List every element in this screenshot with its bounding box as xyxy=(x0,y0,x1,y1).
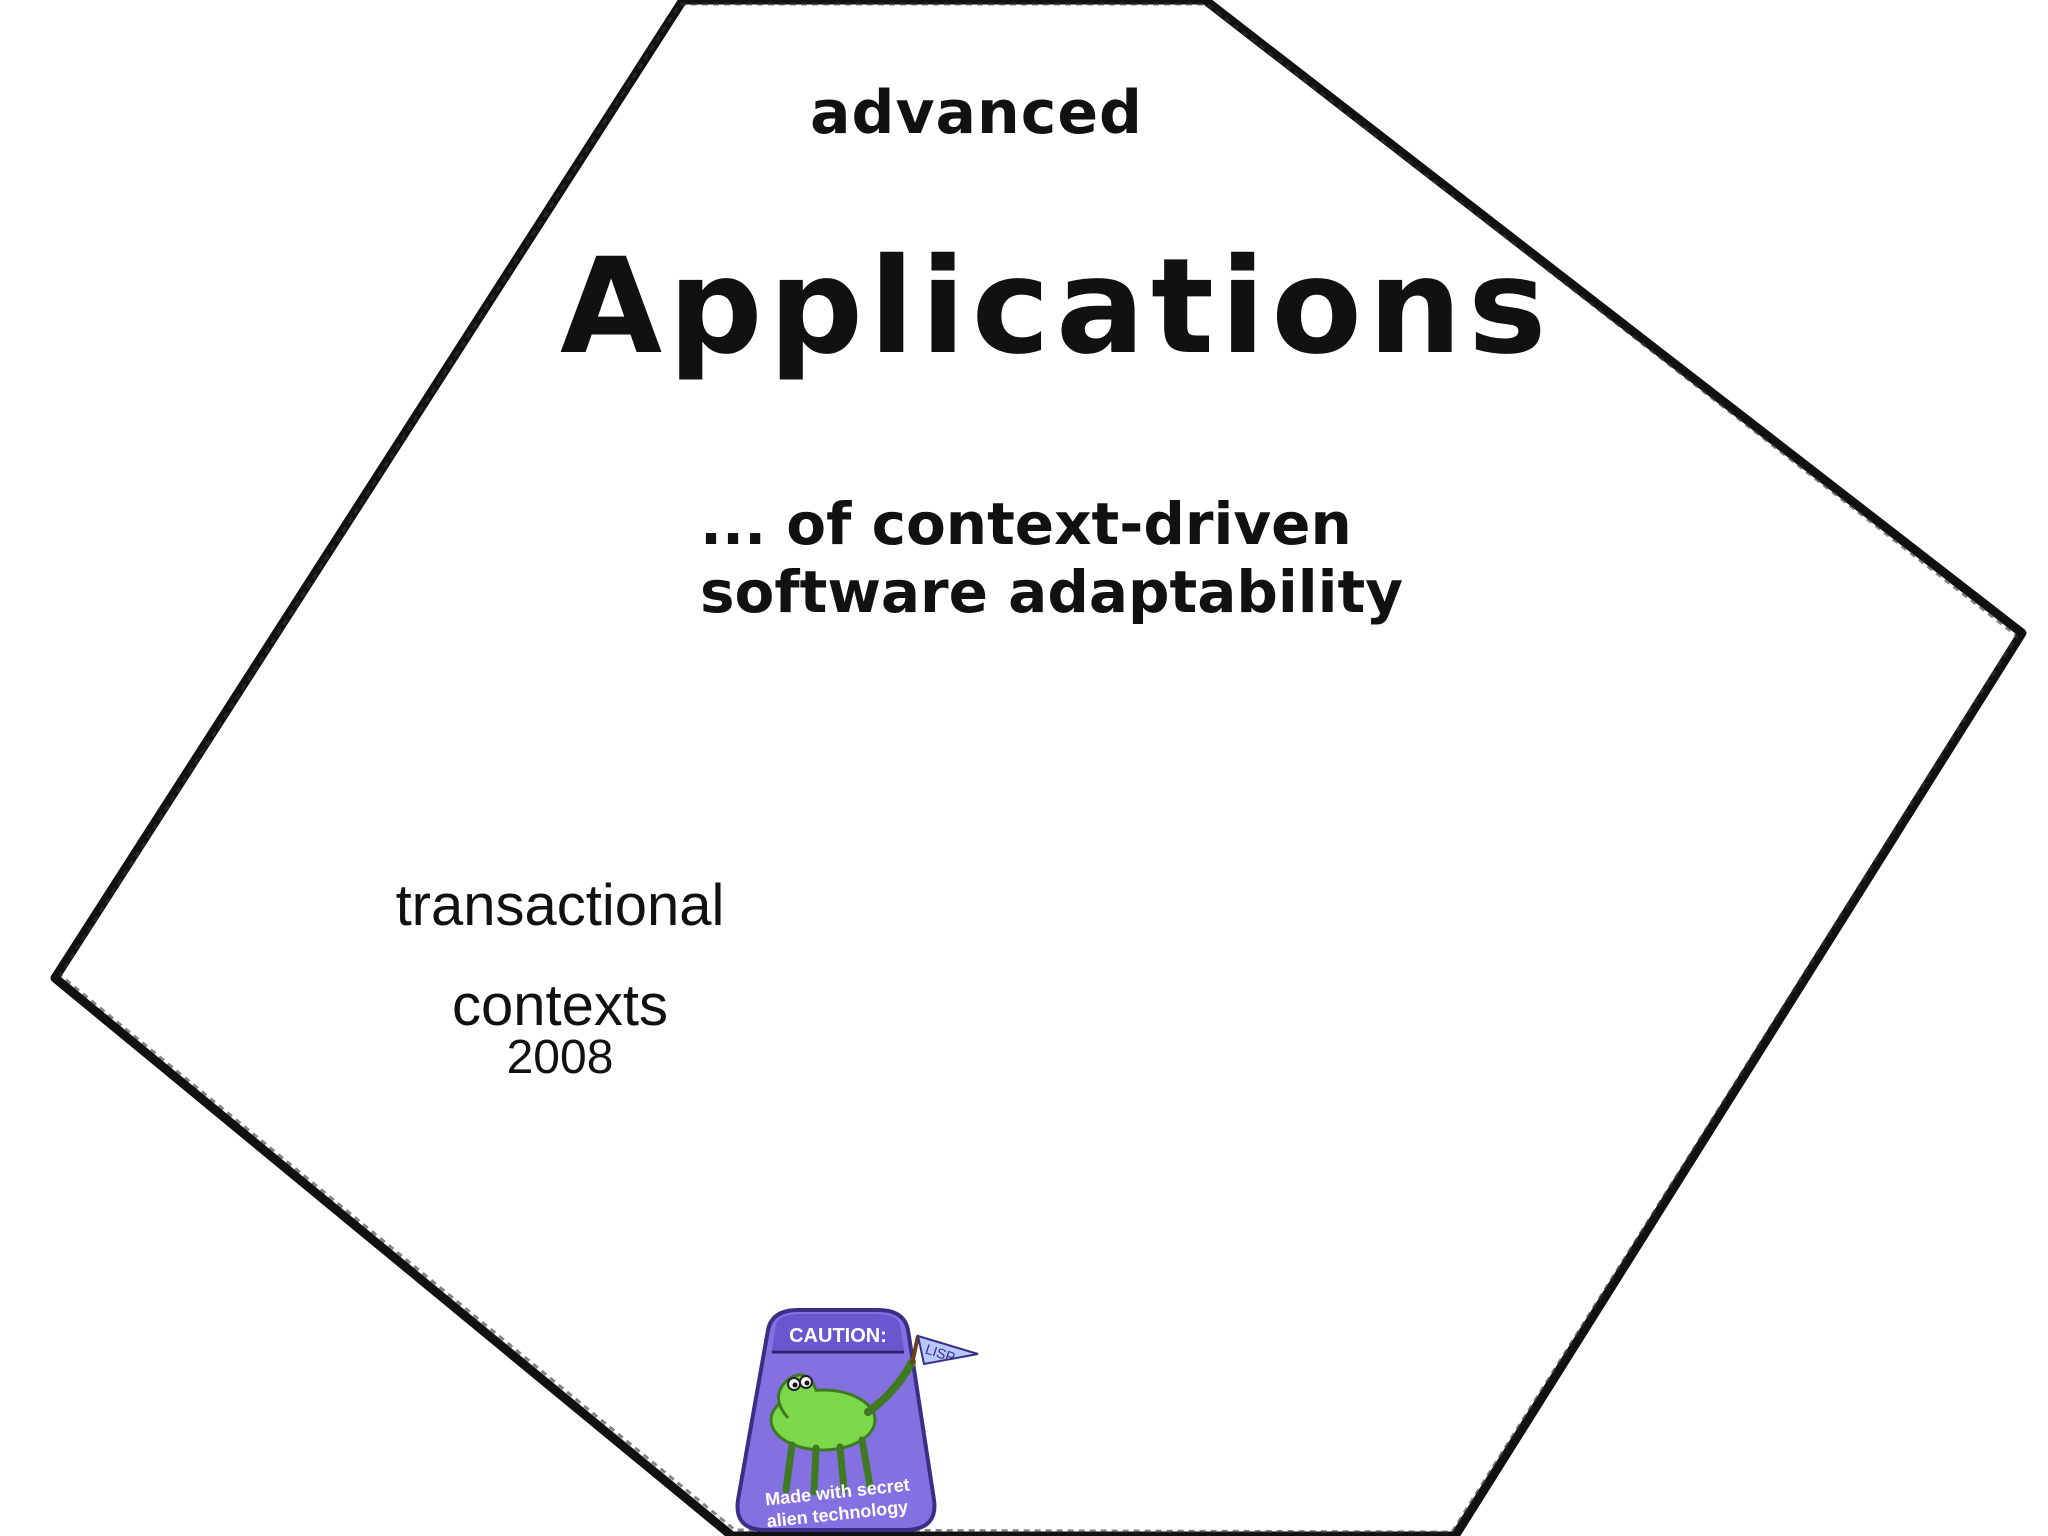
item-label-line-1: transactional xyxy=(395,873,725,938)
slide-title: Applications xyxy=(560,230,1553,384)
subtitle-line-1: ... of context-driven xyxy=(700,490,1352,558)
lisp-alien-badge-icon: CAUTION: LISP Made with secret alien tec… xyxy=(735,1308,979,1532)
item-label-line-2: contexts xyxy=(452,973,668,1038)
item-year: 2008 xyxy=(506,1031,614,1084)
subtitle-line-2: software adaptability xyxy=(700,558,1404,626)
item-label: transactional contexts xyxy=(340,856,780,1056)
slide-kicker: advanced xyxy=(810,78,1143,148)
badge-top-text: CAUTION: xyxy=(789,1325,887,1347)
slide-subtitle: ... of context-driven software adaptabil… xyxy=(700,490,1404,626)
